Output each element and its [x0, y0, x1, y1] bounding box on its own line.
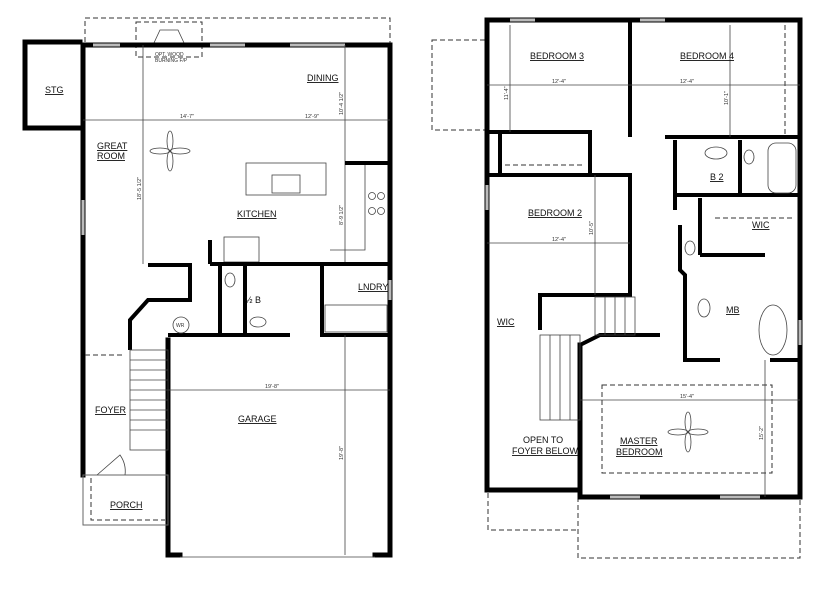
room-label-porch: PORCH	[110, 500, 143, 510]
room-label-bedroom-3: BEDROOM 3	[530, 51, 584, 61]
dim-kitchen-depth: 8'-9 1/2"	[339, 205, 345, 225]
first-floor-exterior-walls	[80, 42, 393, 558]
dim-dining-depth: 10'-4 1/2"	[339, 92, 345, 115]
room-label-wic-left: WIC	[497, 317, 515, 327]
room-label-bedroom-4: BEDROOM 4	[680, 51, 734, 61]
roof-outline-left	[431, 39, 488, 131]
toilet-icon	[743, 149, 755, 165]
storage-walls	[22, 39, 83, 131]
bathtub-icon	[767, 142, 797, 194]
water-heater	[172, 316, 190, 334]
room-label-kitchen: KITCHEN	[237, 209, 277, 219]
dim-bedroom4-width: 12'-4"	[680, 79, 694, 85]
first-floor	[22, 17, 393, 558]
tub-icon	[758, 304, 788, 356]
washer-dryer	[324, 304, 388, 333]
dim-garage-depth: 19'-8"	[339, 446, 345, 460]
room-label-foyer: FOYER	[95, 405, 127, 415]
room-label-open-to-2: FOYER BELOW	[512, 446, 579, 456]
sink-icon	[697, 298, 711, 318]
sink-icon	[704, 146, 728, 160]
front-door	[96, 454, 126, 476]
dim-great-room-width: 14'-7"	[180, 114, 194, 120]
sink-icon	[249, 316, 267, 328]
fireplace-icon	[152, 29, 186, 46]
room-label-dining: DINING	[307, 73, 339, 83]
fireplace-note-2: BURNING F/P	[155, 58, 188, 64]
fridge	[223, 236, 260, 263]
tray-ceiling-outline	[601, 384, 773, 474]
ceiling-fan-icon	[149, 130, 191, 172]
dim-bedroom3-depth: 11'-4"	[504, 86, 510, 100]
toilet-icon	[224, 272, 236, 288]
room-label-master-2: BEDROOM	[616, 447, 663, 457]
dim-bedroom2-width: 12'-4"	[552, 237, 566, 243]
dim-bedroom4-depth: 10'-1"	[724, 91, 730, 105]
rear-patio-outline	[84, 17, 391, 46]
kitchen-counter	[330, 165, 366, 251]
ceiling-fan-icon	[667, 411, 709, 453]
dim-bedroom3-width: 12'-4"	[552, 79, 566, 85]
dim-bedroom2-depth: 10'-5"	[589, 221, 595, 235]
water-heater-label: WR	[176, 323, 185, 329]
room-label-storage: STG	[45, 85, 64, 95]
room-label-great-room-2: ROOM	[97, 151, 125, 161]
room-label-master-1: MASTER	[620, 436, 658, 446]
dim-dining-width: 12'-9"	[305, 114, 319, 120]
dim-master-depth: 15'-2"	[759, 426, 765, 440]
room-label-bath-2: B 2	[710, 172, 724, 182]
stair	[129, 349, 169, 451]
sink-icon	[271, 174, 301, 194]
dim-master-width: 15'-4"	[680, 394, 694, 400]
porch-outline	[90, 478, 165, 521]
room-label-open-to-1: OPEN TO	[523, 435, 563, 445]
fireplace-note-1: OPT. WOOD	[155, 52, 184, 58]
room-label-laundry: LNDRY	[358, 282, 388, 292]
second-floor	[431, 17, 803, 559]
room-label-great-room-1: GREAT	[97, 141, 128, 151]
kitchen-island	[245, 162, 327, 196]
room-label-garage: GARAGE	[238, 414, 277, 424]
fireplace-outline	[135, 21, 203, 58]
toilet-icon	[684, 240, 696, 256]
roof-outline-bottom	[487, 485, 801, 559]
room-label-bedroom-2: BEDROOM 2	[528, 208, 582, 218]
room-label-half-bath: ½ B	[245, 295, 261, 305]
room-label-wic-upper: WIC	[752, 220, 770, 230]
second-floor-exterior-walls	[484, 17, 803, 500]
dim-garage-width: 19'-8"	[265, 384, 279, 390]
dim-great-room-depth: 18'-5 1/2"	[137, 177, 143, 200]
room-label-master-bath: MB	[726, 305, 740, 315]
stair	[539, 296, 636, 421]
